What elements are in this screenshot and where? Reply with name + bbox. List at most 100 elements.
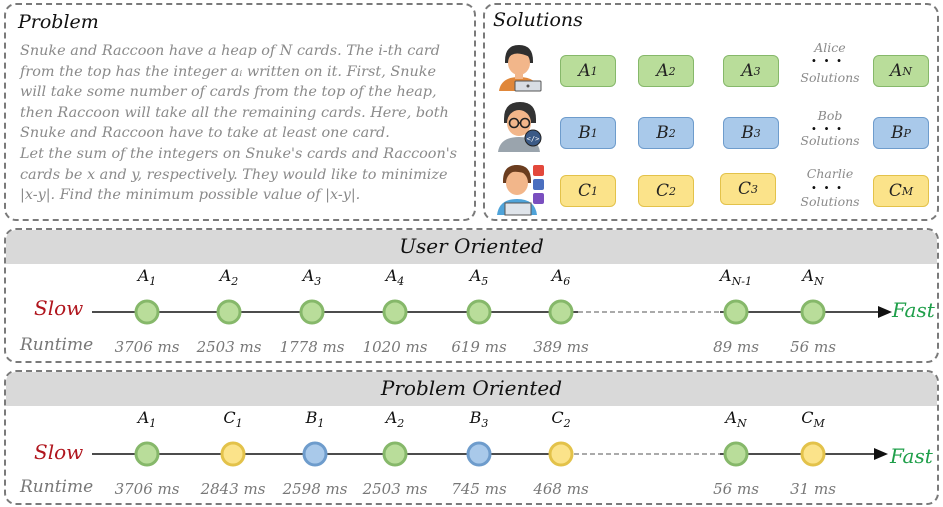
problem-line: |x-y|. Find the minimum possible value o…: [20, 187, 361, 204]
node-label: B1: [305, 408, 325, 431]
runtime-value: 619 ms: [451, 338, 507, 356]
slow-label: Slow: [34, 440, 84, 464]
timeline-node-a-n: [800, 299, 826, 325]
runtime-value: 389 ms: [533, 338, 589, 356]
alice-solutions-label: Solutions: [800, 70, 860, 85]
alice-avatar-icon: [499, 45, 542, 92]
timeline-node-a-1: [134, 299, 160, 325]
timeline-node-a-2: [216, 299, 242, 325]
user-oriented-header: [6, 230, 937, 264]
svg-text:</>: </>: [527, 135, 540, 143]
node-label: A2: [385, 408, 405, 431]
problem-line: will take some number of cards from the …: [20, 84, 437, 101]
bob-label: Bob: [817, 108, 843, 123]
user-oriented-panel: User Oriented Slow Fast Runtime A1 3706 m…: [4, 228, 939, 363]
bob-avatar-icon: </>: [498, 102, 542, 152]
runtime-value: 2843 ms: [200, 480, 266, 498]
problem-oriented-timeline: [92, 441, 888, 467]
runtime-value: 56 ms: [790, 338, 836, 356]
node-label: A3: [302, 266, 322, 289]
problem-panel: Problem Snuke and Raccoon have a heap of…: [4, 3, 476, 221]
node-label: A5: [469, 266, 489, 289]
timeline-node-b-3: [466, 441, 492, 467]
node-label: A6: [551, 266, 571, 289]
ellipsis-dots: ···: [811, 119, 849, 138]
node-label: A2: [219, 266, 239, 289]
node-label: C2: [551, 408, 571, 431]
charlie-solutions-label: Solutions: [800, 194, 860, 209]
runtime-value: 745 ms: [451, 480, 507, 498]
user-oriented-title: User Oriented: [399, 234, 544, 258]
ellipsis-dots: ···: [811, 178, 849, 197]
runtime-value: 31 ms: [790, 480, 836, 498]
timeline-node-c-1: [220, 441, 246, 467]
problem-line: cards be x and y, respectively. They wou…: [20, 166, 448, 183]
runtime-value: 3706 ms: [114, 338, 180, 356]
slow-label: Slow: [34, 296, 84, 320]
bob-solutions-label: Solutions: [800, 133, 860, 148]
timeline-node-a-4: [382, 299, 408, 325]
node-label: A1: [137, 266, 157, 289]
runtime-value: 1778 ms: [279, 338, 345, 356]
problem-line: Snuke and Raccoon have to take at least …: [20, 125, 390, 142]
problem-oriented-header: [6, 372, 937, 406]
timeline-node-c-2: [548, 441, 574, 467]
fast-label: Fast: [892, 298, 935, 322]
node-label: CM: [801, 408, 825, 431]
node-label: A4: [385, 266, 405, 289]
node-label: B3: [469, 408, 489, 431]
problem-line: Let the sum of the integers on Snuke's c…: [20, 145, 458, 162]
timeline-node-b-1: [302, 441, 328, 467]
problem-title: Problem: [18, 11, 99, 33]
node-label: AN: [725, 408, 747, 431]
problem-statement: Snuke and Raccoon have a heap of N cards…: [20, 41, 465, 206]
runtime-value: 2503 ms: [196, 338, 262, 356]
charlie-label: Charlie: [806, 166, 854, 181]
timeline-node-a-6: [548, 299, 574, 325]
timeline-node-a-1: [134, 441, 160, 467]
runtime-label: Runtime: [20, 335, 94, 355]
user-oriented-timeline: [92, 299, 892, 325]
node-label: AN: [802, 266, 824, 289]
problem-oriented-panel: Problem Oriented Slow Fast Runtime A1 370…: [4, 370, 939, 505]
solutions-title: Solutions: [493, 9, 583, 31]
runtime-value: 56 ms: [713, 480, 759, 498]
fast-label: Fast: [890, 444, 933, 468]
alice-label: Alice: [814, 40, 846, 55]
runtime-value: 3706 ms: [114, 480, 180, 498]
timeline-node-a-n-1: [723, 299, 749, 325]
problem-line: then Raccoon will take all the remaining…: [20, 104, 449, 121]
problem-line: Snuke and Raccoon have a heap of N cards…: [20, 43, 441, 59]
runtime-value: 89 ms: [713, 338, 759, 356]
node-label: AN-1: [720, 266, 752, 289]
timeline-node-a-2: [382, 441, 408, 467]
charlie-avatar-icon: [497, 165, 544, 216]
timeline-node-c-m: [800, 441, 826, 467]
runtime-value: 2503 ms: [362, 480, 428, 498]
timeline-node-a-5: [466, 299, 492, 325]
timeline-node-a-n: [723, 441, 749, 467]
runtime-value: 1020 ms: [362, 338, 428, 356]
problem-line: from the top has the integer aᵢ written …: [20, 63, 436, 80]
ellipsis-dots: ···: [811, 51, 849, 70]
problem-oriented-title: Problem Oriented: [380, 376, 563, 400]
runtime-value: 2598 ms: [282, 480, 348, 498]
runtime-value: 468 ms: [533, 480, 589, 498]
node-label: A1: [137, 408, 157, 431]
node-label: C1: [223, 408, 243, 431]
timeline-node-a-3: [299, 299, 325, 325]
runtime-label: Runtime: [20, 477, 94, 497]
